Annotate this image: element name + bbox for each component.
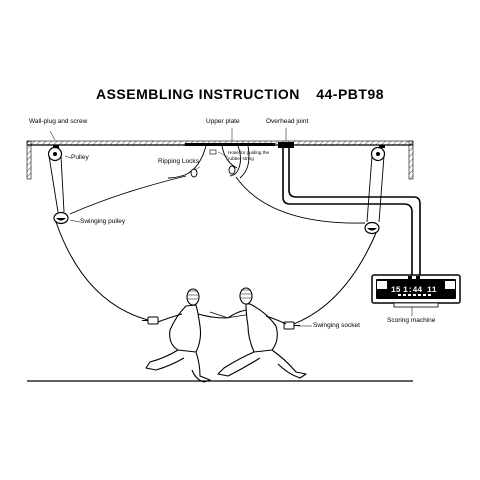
right-wall <box>408 140 414 180</box>
fencer-icon <box>145 288 259 383</box>
label-swinging-socket: Swinging socket <box>313 322 360 329</box>
pulley-icon <box>47 146 72 162</box>
wall-plug-icon <box>379 145 385 148</box>
overhead-joint <box>278 128 294 148</box>
fencer-icon <box>209 287 307 379</box>
swinging-pulley-icon <box>364 221 380 235</box>
pulley-wires <box>48 155 385 223</box>
display-right-score: 11 <box>427 286 437 295</box>
display-time: 1:44 <box>403 286 422 295</box>
label-ripping-locks: Ripping Locks <box>158 158 199 165</box>
label-overhead-joint: Overhead joint <box>266 118 309 125</box>
label-upper-plate: Upper plate <box>206 118 240 125</box>
swinging-socket-icon <box>283 321 312 330</box>
page-title: ASSEMBLING INSTRUCTION 44-PBT98 <box>0 86 480 102</box>
leader-lines <box>193 151 229 171</box>
pulley-icon <box>370 146 386 162</box>
swinging-pulley-icon <box>53 211 81 225</box>
scoring-machine-icon <box>371 274 461 316</box>
scoring-cables <box>282 148 421 275</box>
label-hose: Hose for guiding the rubber string <box>228 150 270 161</box>
scoring-display: 15 1:44 11 <box>391 286 437 295</box>
title-model: 44-PBT98 <box>316 86 385 102</box>
display-left-score: 15 <box>391 286 401 295</box>
hose-socket <box>209 149 217 155</box>
upper-plate <box>185 128 275 146</box>
display-lights <box>398 294 431 296</box>
label-swinging-pulley: Swinging pulley <box>80 218 126 225</box>
title-main: ASSEMBLING INSTRUCTION <box>95 86 300 102</box>
hose <box>167 145 250 179</box>
body-wires <box>69 175 366 224</box>
left-wall <box>26 140 32 180</box>
swinging-cords <box>55 221 377 326</box>
ripping-lock-icon <box>190 168 198 178</box>
label-pulley: Pulley <box>71 154 89 161</box>
wall-plug-icon <box>49 130 59 148</box>
label-wall-plug: Wall-plug and screw <box>29 118 88 125</box>
swinging-socket-icon <box>142 316 159 325</box>
ripping-lock-icon <box>228 165 236 175</box>
label-scoring-machine: Scoring machine <box>387 317 436 324</box>
